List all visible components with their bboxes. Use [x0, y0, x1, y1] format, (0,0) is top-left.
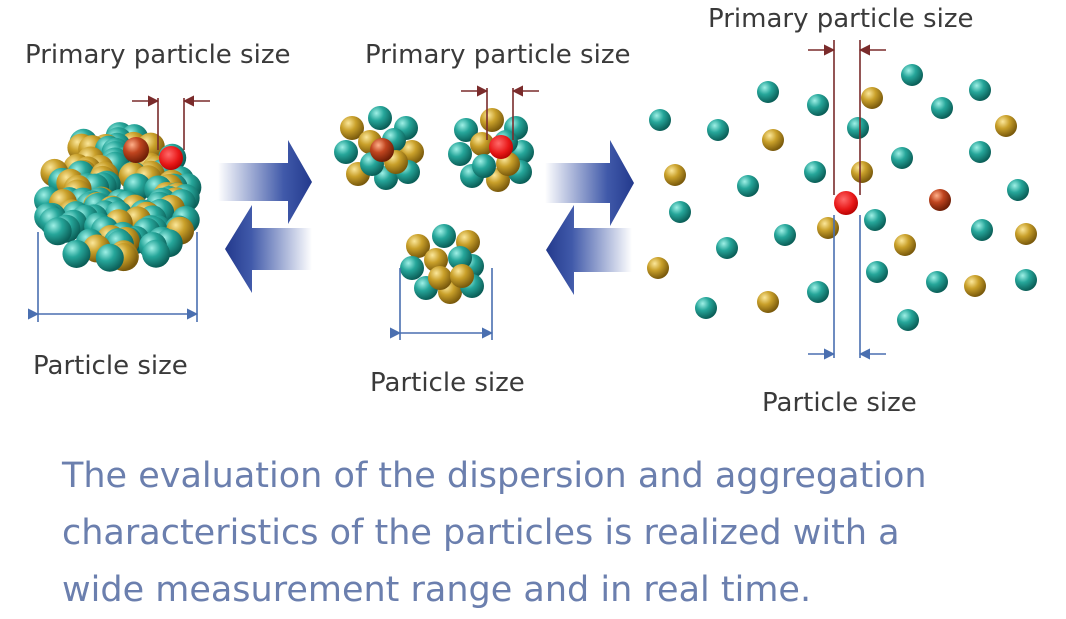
primary-size-label-2: Primary particle size: [365, 40, 631, 70]
dispersed-particle: [969, 79, 991, 101]
primary-size-dimension-3: [808, 40, 886, 195]
aggregate-particle: [43, 217, 72, 246]
particle-size-dimension-2: [389, 268, 494, 340]
arrow-left-icon: [225, 205, 312, 293]
dispersed-particle: [804, 161, 826, 183]
dispersed-particle: [664, 164, 686, 186]
particle-size-dimension-3: [808, 215, 886, 360]
cluster-particle: [406, 234, 430, 258]
dispersed-particle: [894, 234, 916, 256]
dispersed-particle: [971, 219, 993, 241]
caption-line-2: characteristics of the particles is real…: [62, 513, 900, 553]
aggregate-particle: [62, 239, 91, 268]
dispersed-particle: [891, 147, 913, 169]
cluster-particle: [424, 248, 448, 272]
dispersed-particle: [762, 129, 784, 151]
dispersed-particle: [929, 189, 951, 211]
cluster-particle: [472, 154, 496, 178]
dispersed-particle: [669, 201, 691, 223]
dispersed-particle: [866, 261, 888, 283]
particle-size-label-2: Particle size: [370, 368, 525, 398]
primary-size-label-1: Primary particle size: [25, 40, 291, 70]
dispersed-particle: [807, 94, 829, 116]
dispersed-particle: [716, 237, 738, 259]
primary-particle-markers: [159, 135, 858, 215]
arrow-right-icon: [218, 140, 312, 224]
particle-size-dimension-1: [27, 232, 199, 322]
primary-particle-marker: [159, 146, 183, 170]
dispersed-particle: [926, 271, 948, 293]
cluster-particle: [448, 246, 472, 270]
dispersed-particle: [695, 297, 717, 319]
caption-line-1: The evaluation of the dispersion and agg…: [62, 456, 927, 496]
dispersed-particle: [737, 175, 759, 197]
dispersed-particle: [1015, 269, 1037, 291]
caption: The evaluation of the dispersion and agg…: [62, 448, 1052, 619]
cluster-particle: [340, 116, 364, 140]
primary-particle-marker: [489, 135, 513, 159]
aggregate-particle: [142, 239, 171, 268]
dispersed-particle: [1015, 223, 1037, 245]
cluster-particle: [370, 138, 394, 162]
dispersed-particle: [757, 81, 779, 103]
particle-size-label-1: Particle size: [33, 351, 188, 381]
aggregate-particle: [123, 137, 149, 163]
cluster-particle: [470, 132, 494, 156]
aggregate-particle: [95, 243, 124, 272]
cluster-particle: [400, 256, 424, 280]
dispersed-particle: [649, 109, 671, 131]
dispersed-particle: [647, 257, 669, 279]
dispersed-particle: [964, 275, 986, 297]
cluster-particle: [334, 140, 358, 164]
caption-line-3: wide measurement range and in real time.: [62, 570, 812, 610]
cluster-particle: [454, 118, 478, 142]
dispersed-particle: [901, 64, 923, 86]
dispersion-aggregation-diagram: [27, 40, 1037, 360]
particle-size-label-3: Particle size: [762, 388, 917, 418]
dispersed-particle: [995, 115, 1017, 137]
dispersed-particle: [774, 224, 796, 246]
arrow-right-icon: [545, 140, 634, 226]
primary-size-dimension-1: [132, 95, 210, 150]
primary-size-dimension-2: [461, 85, 539, 140]
primary-particle-marker: [834, 191, 858, 215]
cluster-particle: [432, 224, 456, 248]
dispersed-particle: [1007, 179, 1029, 201]
cluster-particle: [450, 264, 474, 288]
dispersed-particle: [757, 291, 779, 313]
cluster-particle: [480, 108, 504, 132]
dispersed-particle: [897, 309, 919, 331]
cluster-particle: [448, 142, 472, 166]
dispersed-particle: [807, 281, 829, 303]
primary-size-label-3: Primary particle size: [708, 4, 974, 34]
dispersed-particle: [861, 87, 883, 109]
dispersed-particle: [851, 161, 873, 183]
cluster-particle: [368, 106, 392, 130]
dispersed-particle: [817, 217, 839, 239]
arrow-left-icon: [546, 205, 632, 295]
cluster-particle: [428, 266, 452, 290]
dispersed-particle: [707, 119, 729, 141]
dispersed-particle: [931, 97, 953, 119]
dispersed-particle: [847, 117, 869, 139]
dispersed-particle: [864, 209, 886, 231]
dispersed-particle: [969, 141, 991, 163]
